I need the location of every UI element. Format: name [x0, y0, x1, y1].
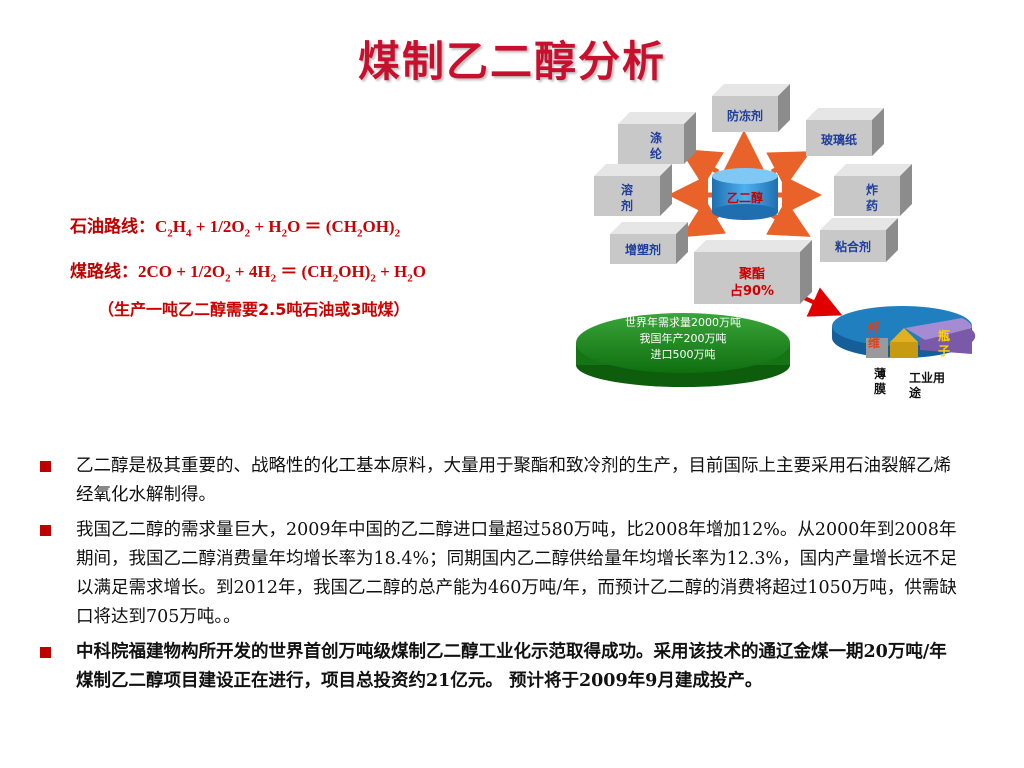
- coal-route: 煤路线：2CO + 1/2O2 + 4H2 ＝ (CH2OH)2 + H2O: [70, 257, 426, 284]
- box-explosive: 炸 药: [834, 164, 912, 216]
- pie-bottle-label-1: 瓶: [938, 328, 950, 343]
- ethylene-glycol-cylinder: 乙二醇: [712, 168, 778, 220]
- box-explosive-label-2: 药: [866, 198, 878, 213]
- box-cellophane: 玻璃纸: [806, 108, 884, 156]
- domestic-production-text: 我国年产200万吨: [640, 331, 727, 345]
- box-plasticizer-label: 增塑剂: [625, 242, 661, 257]
- box-solvent-label-2: 剂: [620, 198, 633, 213]
- arrow-to-cellophane: [766, 151, 811, 188]
- bullet-item-1: 乙二醇是极其重要的、战略性的化工基本原料，大量用于聚酯和致冷剂的生产，目前国际上…: [40, 452, 960, 510]
- bullet-text-2: 我国乙二醇的需求量巨大，2009年中国的乙二醇进口量超过580万吨，比2008年…: [76, 520, 958, 627]
- petroleum-formula: C2H4 + 1/2O2 + H2O ＝ (CH2OH)2: [155, 217, 401, 240]
- bullet-square-icon: [40, 461, 51, 472]
- center-label: 乙二醇: [727, 190, 763, 205]
- arrow-to-plasticizer: [681, 199, 727, 238]
- box-polyester-label-1: 聚酯: [738, 266, 765, 282]
- box-adhesive: 粘合剂: [820, 218, 898, 262]
- pie-fiber-label-2: 维: [868, 335, 880, 350]
- world-demand-text: 世界年需求量2000万吨: [625, 315, 741, 329]
- box-polyester: 聚酯 占90%: [694, 240, 812, 304]
- arrow-to-adhesive: [766, 199, 811, 237]
- production-note: （生产一吨乙二醇需要2.5吨石油或3吨煤）: [98, 300, 410, 319]
- arrow-to-pie: [799, 287, 843, 317]
- arrows: [668, 130, 822, 238]
- petroleum-route: 石油路线：C2H4 + 1/2O2 + H2O ＝ (CH2OH)2: [70, 212, 400, 239]
- bullet-list: 乙二醇是极其重要的、战略性的化工基本原料，大量用于聚酯和致冷剂的生产，目前国际上…: [40, 452, 960, 702]
- pie-industrial-label-1: 工业用: [909, 370, 945, 385]
- box-fiber-label-1: 涤: [650, 130, 662, 145]
- box-adhesive-label: 粘合剂: [835, 239, 871, 254]
- box-antifreeze-label: 防冻剂: [727, 108, 763, 123]
- box-explosive-label-1: 炸: [866, 182, 878, 197]
- box-cellophane-label: 玻璃纸: [821, 132, 857, 147]
- bullet-square-icon: [40, 525, 51, 536]
- arrow-to-fiber: [679, 148, 725, 187]
- bullet-item-3: 中科院福建物构所开发的世界首创万吨级煤制乙二醇工业化示范取得成功。采用该技术的通…: [40, 638, 960, 696]
- petroleum-route-label: 石油路线：: [70, 217, 155, 237]
- bullet-square-icon: [40, 647, 51, 658]
- pie-fiber-label-1: 纤: [868, 320, 880, 335]
- pie-bottle-label-2: 子: [938, 344, 950, 358]
- bullet-text-1: 乙二醇是极其重要的、战略性的化工基本原料，大量用于聚酯和致冷剂的生产，目前国际上…: [76, 456, 951, 505]
- page-title: 煤制乙二醇分析: [357, 37, 666, 86]
- box-antifreeze: 防冻剂: [712, 84, 790, 132]
- box-plasticizer: 增塑剂: [610, 222, 688, 264]
- ethylene-glycol-diagram: 世界年需求量2000万吨 我国年产200万吨 进口500万吨 防冻剂 涤 纶 玻…: [576, 84, 976, 400]
- usage-pie: 纤 维 瓶 子: [832, 306, 976, 358]
- coal-route-label: 煤路线：: [70, 262, 138, 282]
- bullet-text-3: 中科院福建物构所开发的世界首创万吨级煤制乙二醇工业化示范取得成功。采用该技术的通…: [76, 642, 947, 691]
- pie-film-label-1: 薄: [874, 366, 886, 381]
- box-polyester-label-2: 占90%: [730, 283, 774, 299]
- pie-industrial-label-2: 途: [909, 385, 922, 400]
- box-solvent: 溶 剂: [594, 164, 672, 216]
- coal-formula: 2CO + 1/2O2 + 4H2 ＝ (CH2OH)2 + H2O: [138, 262, 426, 285]
- box-solvent-label-1: 溶: [621, 182, 633, 197]
- bullet-item-2: 我国乙二醇的需求量巨大，2009年中国的乙二醇进口量超过580万吨，比2008年…: [40, 516, 960, 632]
- pie-film-label-2: 膜: [874, 381, 886, 396]
- import-text: 进口500万吨: [651, 348, 716, 361]
- demand-platform: 世界年需求量2000万吨 我国年产200万吨 进口500万吨: [576, 313, 790, 387]
- box-polyester-fiber: 涤 纶: [618, 112, 696, 164]
- box-fiber-label-2: 纶: [650, 146, 662, 161]
